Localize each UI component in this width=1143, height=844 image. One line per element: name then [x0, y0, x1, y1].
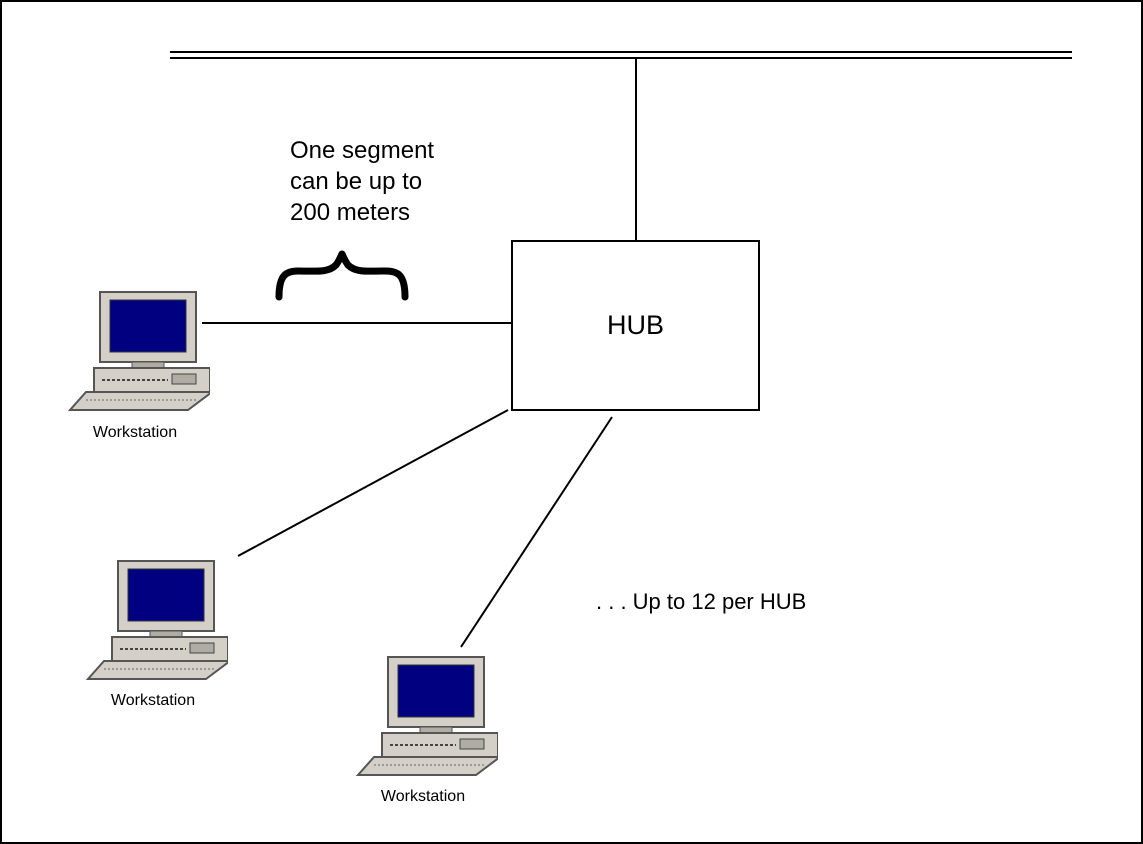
segment-line-2 [237, 409, 509, 557]
segment-note-line: 200 meters [290, 199, 411, 226]
workstation-computer-icon [355, 656, 498, 776]
workstation-label: Workstation [92, 424, 178, 441]
segment-brace-icon [275, 250, 409, 301]
segment-line-3 [460, 416, 613, 648]
segment-note-line: One segment [290, 137, 435, 164]
workstation-label: Workstation [110, 692, 196, 709]
hub-label: HUB [606, 310, 664, 340]
hub-box: HUB [511, 240, 760, 411]
workstation-computer-icon [85, 560, 228, 680]
workstation-label: Workstation [380, 788, 466, 805]
workstation-1: Workstation [60, 286, 210, 446]
workstation-3: Workstation [348, 651, 498, 811]
segment-length-note: One segment can be up to 200 meters [290, 135, 434, 228]
workstation-2: Workstation [78, 555, 228, 715]
segment-note-line: can be up to [290, 168, 423, 195]
capacity-note: . . . Up to 12 per HUB [596, 589, 807, 614]
workstation-computer-icon [67, 291, 210, 411]
